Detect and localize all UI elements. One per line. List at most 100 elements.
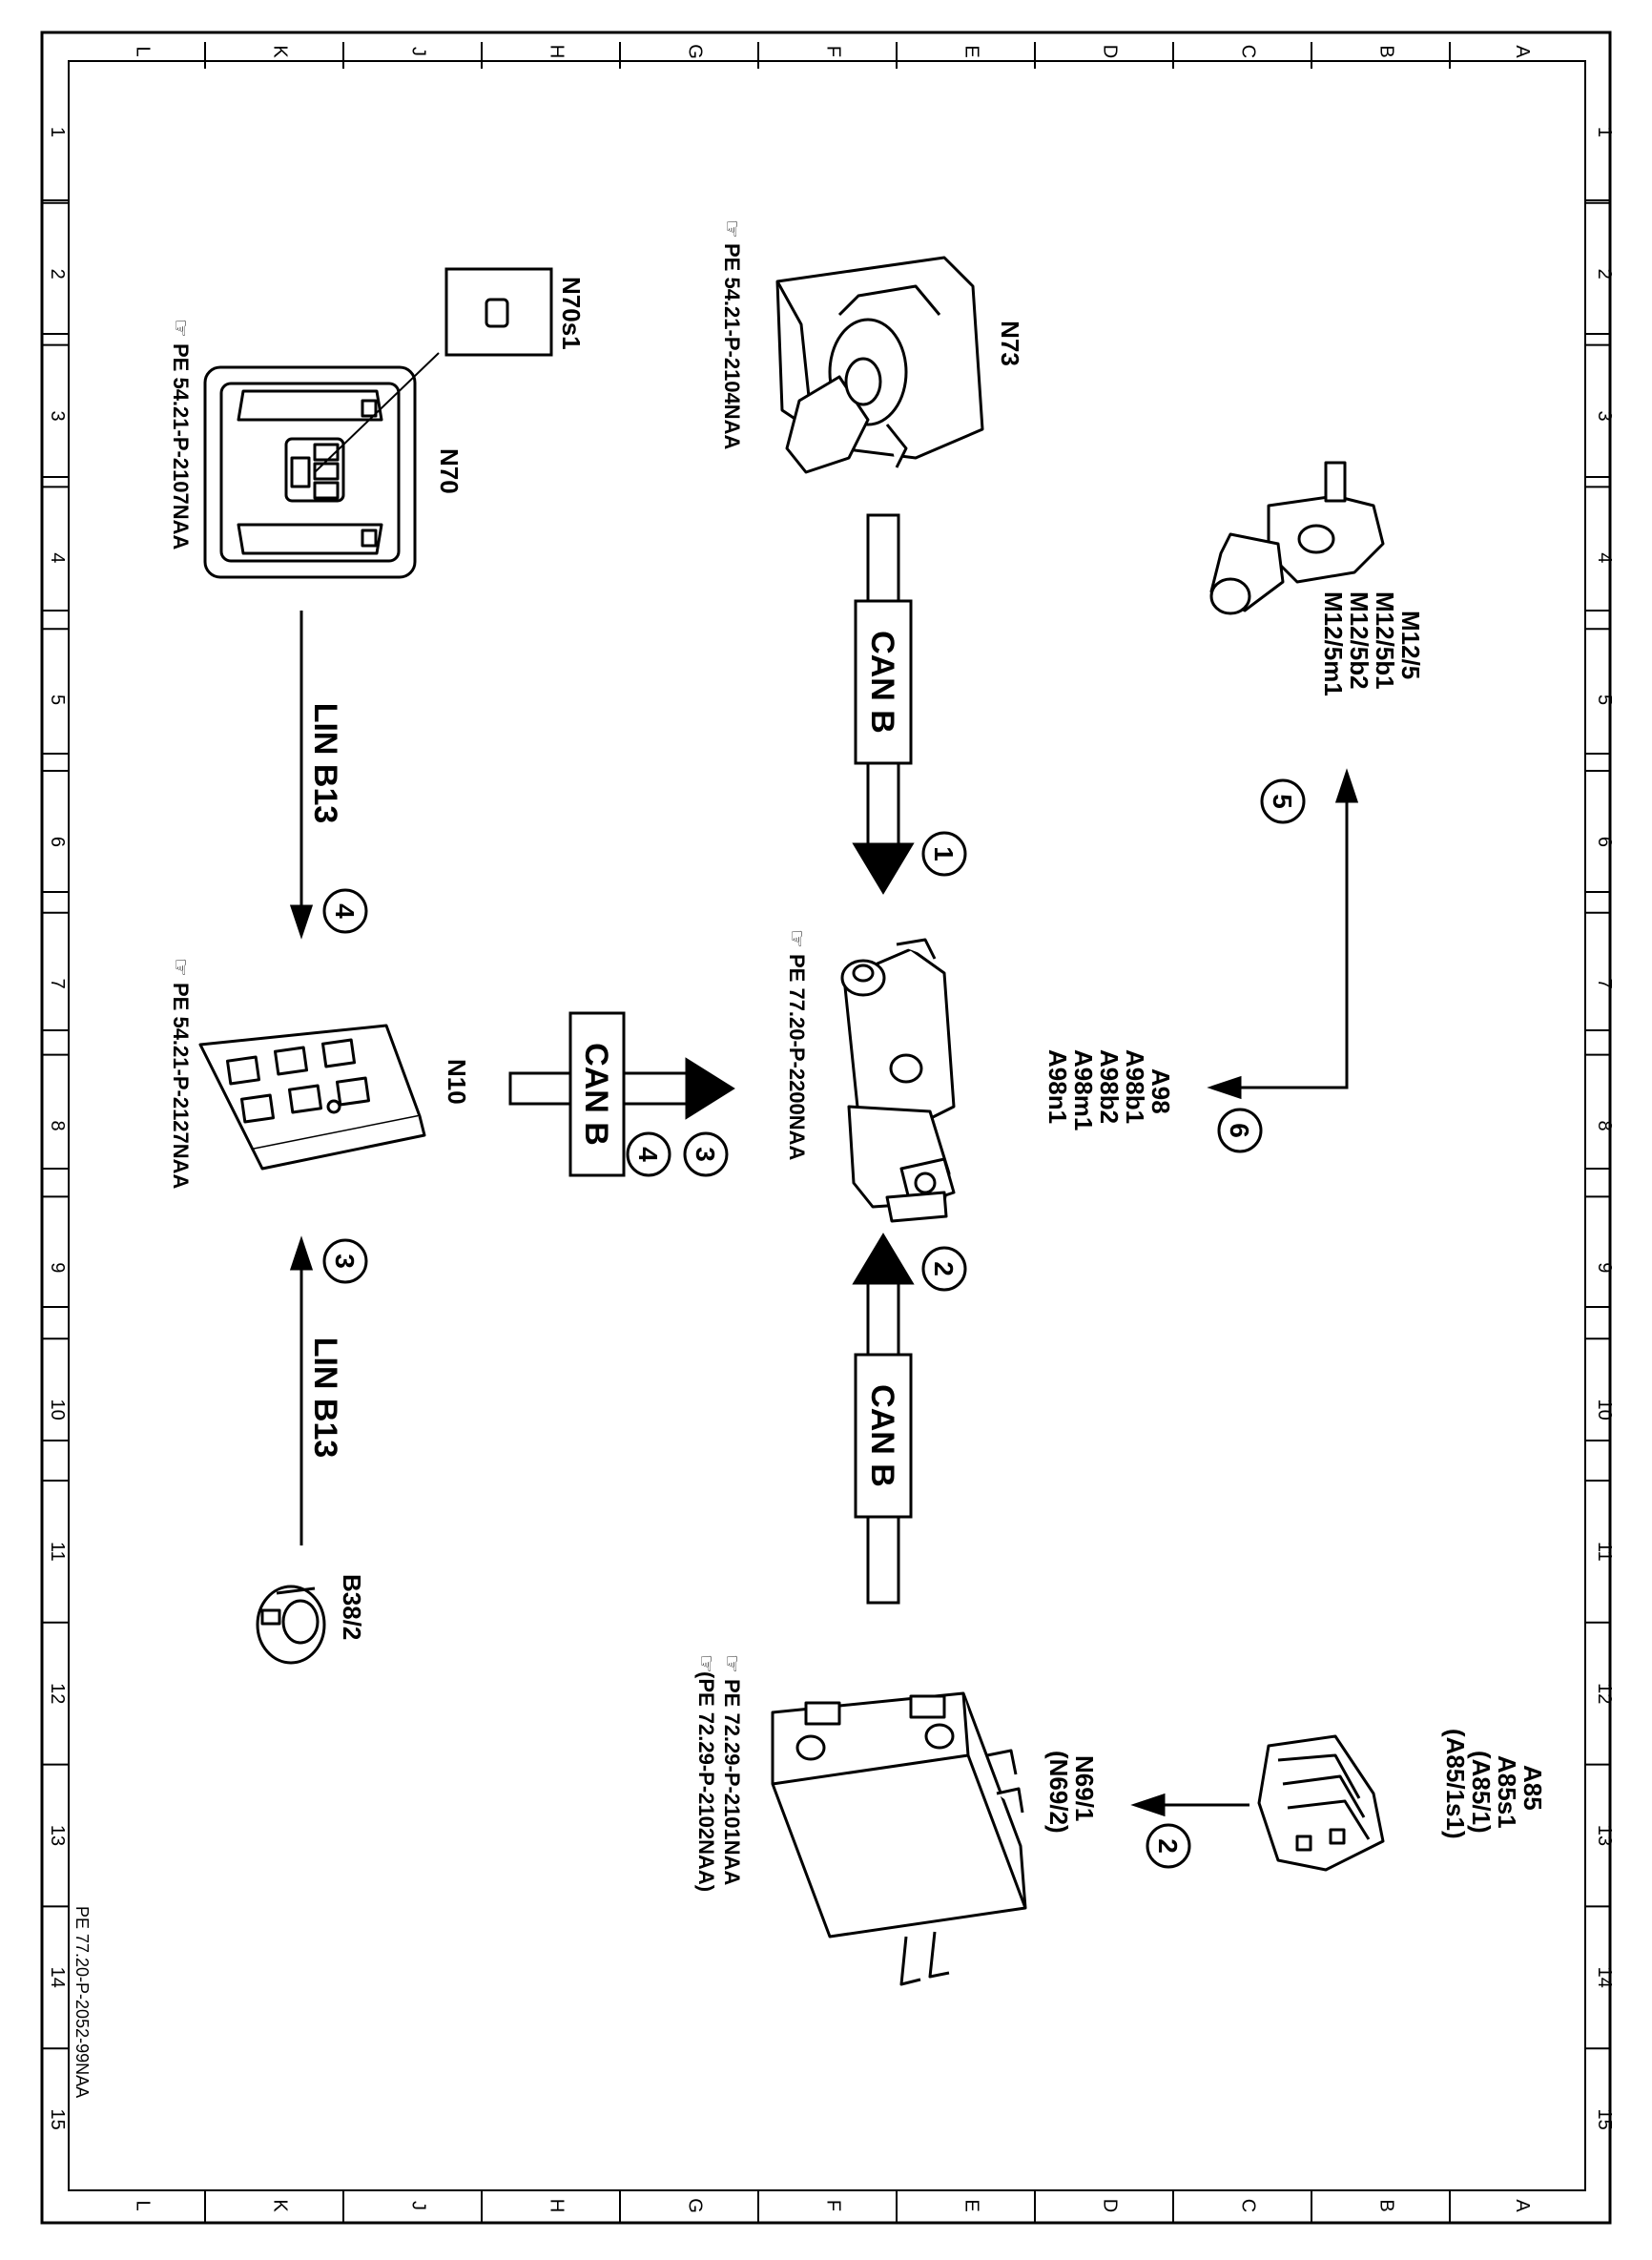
grid-row-label: 10 — [1594, 1399, 1615, 1420]
grid-column-label: B — [1376, 45, 1397, 57]
grid-row-label: 7 — [47, 979, 68, 989]
a85-to-n69-link — [1130, 1793, 1249, 1817]
a98-reference: PE 77.20-P-2200NAA — [785, 954, 809, 1161]
grid-row-label: 2 — [47, 269, 68, 280]
a98-label-2: A98b1 — [1121, 1049, 1149, 1124]
grid-row-label: 8 — [1594, 1120, 1615, 1130]
grid-row-label: 11 — [1594, 1542, 1615, 1562]
hand-icon: ☞ — [694, 1654, 718, 1673]
a85-label-1: A85 — [1518, 1765, 1547, 1811]
step-number: 5 — [1268, 794, 1297, 809]
grid-row-label: 15 — [1594, 2108, 1615, 2129]
a98-label-1: A98 — [1146, 1068, 1175, 1114]
step-number: 6 — [1225, 1123, 1254, 1138]
grid-column-label: C — [1238, 2199, 1259, 2212]
step-number: 3 — [691, 1147, 720, 1162]
n69-2-label: (N69/2) — [1044, 1751, 1073, 1834]
a98-label-3: A98b2 — [1095, 1049, 1124, 1124]
hand-icon: ☞ — [720, 219, 744, 238]
hand-icon: ☞ — [169, 319, 193, 338]
lin-b13-label-top: LIN B13 — [307, 703, 343, 824]
grid-column-label: L — [133, 2200, 154, 2210]
grid-column-label: H — [547, 2199, 568, 2212]
grid-row-label: 7 — [1594, 979, 1615, 989]
a85-label-2: A85s1 — [1493, 1755, 1521, 1829]
b38-2-label: B38/2 — [338, 1574, 366, 1640]
grid-row-label: 9 — [47, 1262, 68, 1273]
grid-column-label: B — [1376, 2199, 1397, 2211]
step-number: 4 — [330, 903, 360, 919]
grid-column-label: G — [685, 2198, 706, 2213]
a98-sliding-roof-module — [840, 938, 956, 1223]
a98-label-5: A98n1 — [1043, 1049, 1072, 1124]
m12-label-3: M12/5b2 — [1345, 591, 1373, 690]
grid-column-label: F — [823, 46, 844, 57]
grid-column-label: J — [408, 2201, 429, 2210]
step-circle — [1260, 778, 1306, 824]
grid-row-label: 8 — [47, 1120, 68, 1130]
grid-column-label: D — [1100, 45, 1121, 58]
grid-lines — [42, 42, 1610, 2223]
step-circle — [1146, 1823, 1191, 1869]
step-number: 4 — [633, 1147, 663, 1162]
hand-icon: ☞ — [785, 929, 809, 948]
grid-row-label: 11 — [47, 1542, 68, 1562]
grid-row-label: 13 — [47, 1825, 68, 1846]
n69-1-door-control-unit — [771, 1691, 1027, 1986]
can-b-label-middle: CAN B — [578, 1043, 614, 1146]
grid-row-label: 15 — [47, 2108, 68, 2129]
step-circle — [921, 1246, 967, 1292]
a98-label-4: A98m1 — [1069, 1049, 1098, 1130]
can-b-n69-to-a98 — [852, 1233, 915, 1605]
grid-row-label: 12 — [47, 1683, 68, 1704]
n69-2-reference: (PE 72.29-P-2102NAA) — [694, 1671, 718, 1892]
step-number: 2 — [1153, 1838, 1183, 1854]
grid-row-label: 1 — [1594, 127, 1615, 137]
grid-row-label: 4 — [47, 552, 68, 563]
hand-icon: ☞ — [720, 1654, 744, 1673]
grid-row-label: 14 — [1594, 1967, 1615, 1988]
grid-column-label: L — [133, 46, 154, 56]
grid-row-label: 4 — [1594, 552, 1615, 563]
grid-row-label: 10 — [47, 1399, 68, 1420]
grid-row-label: 5 — [1594, 695, 1615, 705]
document-code: PE 77.20-P-2052-99NAA — [72, 1906, 92, 2098]
n70s1-switch-detail — [444, 267, 553, 357]
grid-column-label: E — [961, 2199, 982, 2211]
grid-row-label: 5 — [47, 695, 68, 705]
m12-motor — [1209, 461, 1385, 615]
n69-1-label: N69/1 — [1070, 1755, 1099, 1821]
can-b-label-top: CAN B — [864, 631, 900, 734]
grid-row-label: 6 — [47, 837, 68, 847]
m12-label-1: M12/5 — [1396, 611, 1425, 679]
n70s1-label: N70s1 — [557, 277, 586, 350]
step-circle — [921, 831, 967, 877]
n70-reference: PE 54.21-P-2107NAA — [169, 343, 193, 550]
grid-row-label: 6 — [1594, 837, 1615, 847]
grid-row-label: 9 — [1594, 1262, 1615, 1273]
n69-1-reference: PE 72.29-P-2101NAA — [720, 1679, 744, 1886]
a98-to-m12-link — [1207, 768, 1359, 1100]
grid-row-label: 12 — [1594, 1683, 1615, 1704]
sheet-frame — [40, 31, 1612, 2225]
grid-column-label: A — [1512, 45, 1533, 58]
grid-column-label: E — [961, 45, 982, 57]
grid-row-label: 1 — [47, 127, 68, 137]
step-number: 1 — [929, 846, 959, 861]
grid-column-label: H — [547, 45, 568, 58]
grid-column-label: K — [270, 45, 291, 58]
n10-reference: PE 54.21-P-2127NAA — [169, 983, 193, 1190]
m12-label-2: M12/5b1 — [1371, 591, 1399, 690]
lin-b13-label-bottom: LIN B13 — [307, 1337, 343, 1459]
n73-reference: PE 54.21-P-2104NAA — [720, 243, 744, 450]
grid-row-label: 3 — [1594, 410, 1615, 421]
a85-overhead-switch-module — [1257, 1734, 1385, 1872]
n73-label: N73 — [996, 321, 1024, 366]
grid-row-label: 14 — [47, 1967, 68, 1988]
step-number: 2 — [929, 1261, 959, 1276]
step-circle — [322, 888, 368, 934]
